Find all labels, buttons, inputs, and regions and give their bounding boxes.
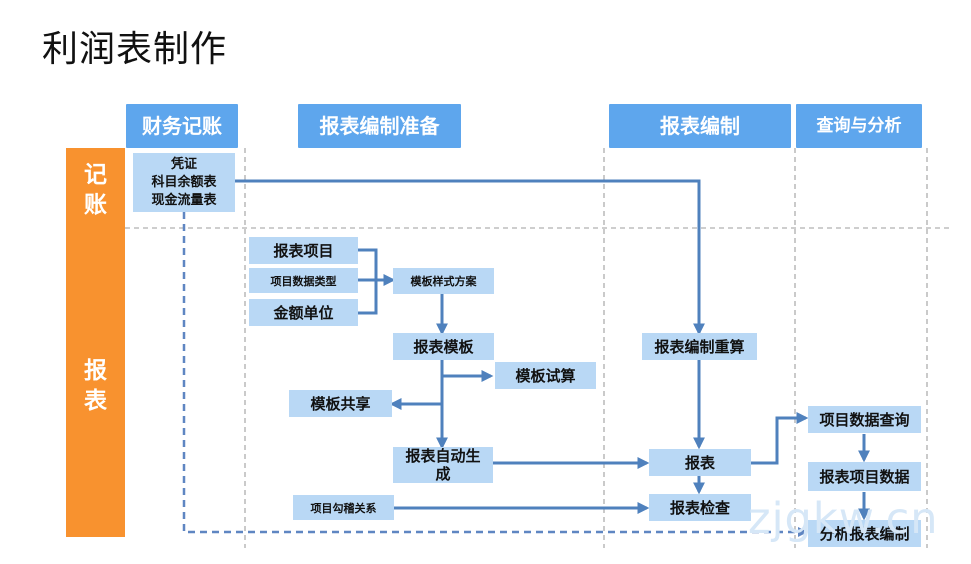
node-template-share: 模板共享: [289, 390, 392, 417]
node-source-line-2: 科目余额表: [151, 174, 217, 190]
node-analysis-report: 分析报表编制: [808, 520, 921, 547]
row-label-bookkeeping-text: 记账: [84, 162, 107, 218]
node-report-check: 报表检查: [649, 494, 751, 521]
node-item-check: 项目勾稽关系: [293, 495, 394, 520]
row-label-bookkeeping: 记账: [66, 160, 125, 220]
node-report-item-data: 报表项目数据: [808, 462, 921, 491]
node-source-line-3: 现金流量表: [151, 192, 217, 208]
node-recalculation: 报表编制重算: [642, 333, 757, 360]
lane-header-bookkeeping: 财务记账: [126, 104, 238, 148]
node-source-line-1: 凭证: [170, 156, 197, 172]
node-template-trial: 模板试算: [495, 362, 596, 389]
node-report-template: 报表模板: [393, 333, 494, 360]
left-row-bar: [66, 148, 125, 537]
node-report: 报表: [649, 449, 751, 476]
node-item-data-query: 项目数据查询: [808, 406, 921, 433]
lane-header-query-analysis: 查询与分析: [796, 104, 922, 148]
report-to-query-connector: [751, 412, 809, 465]
lane-header-preparation: 报表编制准备: [298, 104, 461, 148]
node-template-style: 模板样式方案: [393, 268, 494, 294]
page-title: 利润表制作: [42, 29, 228, 70]
node-auto-generate-line-2: 成: [435, 465, 451, 483]
node-auto-generate: 报表自动生 成: [393, 447, 493, 483]
node-report-item: 报表项目: [249, 237, 358, 264]
lane-header-compile: 报表编制: [609, 104, 791, 148]
node-source-documents: 凭证 科目余额表 现金流量表: [133, 153, 235, 212]
inputs-merge-connector: [358, 248, 378, 315]
row-label-report-text: 报表: [84, 358, 107, 414]
row-label-report: 报表: [66, 356, 125, 416]
node-amount-unit: 金额单位: [249, 299, 358, 326]
watermark-text: zjgkw.cn: [748, 494, 939, 544]
node-item-data-type: 项目数据类型: [249, 268, 358, 293]
node-auto-generate-line-1: 报表自动生: [405, 447, 481, 465]
